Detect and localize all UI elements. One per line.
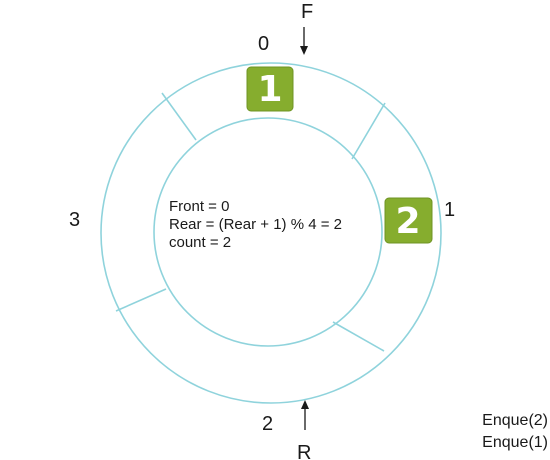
slot-divider-1-2 [332,321,385,352]
rear-formula-line: Rear = (Rear + 1) % 4 = 2 [169,216,342,233]
slot-divider-3-0 [161,92,197,141]
rear-pointer-label: R [297,442,311,460]
slot-3-index-label: 3 [69,209,80,231]
slot-2-index-label: 2 [262,413,273,435]
operation-enqueue-2: Enque(2) [482,412,548,429]
slot-0-value-badge: 1 [246,66,294,112]
slot-divider-2-3 [115,288,167,312]
queue-state-text: Front = 0 Rear = (Rear + 1) % 4 = 2 coun… [169,198,342,252]
operation-enqueue-1: Enque(1) [482,434,548,451]
slot-1-value-badge: 2 [384,197,433,244]
count-value-line: count = 2 [169,234,232,251]
rear-pointer-arrow [301,400,309,430]
slot-1-index-label: 1 [444,199,455,221]
queue-ring-outer [100,62,442,404]
front-pointer-label: F [301,1,313,23]
slot-0-value: 1 [257,69,282,110]
slot-0-index-label: 0 [258,33,269,55]
slot-divider-0-1 [351,102,386,160]
operations-list: Enque(2) Enque(1) [482,410,548,454]
front-value-line: Front = 0 [169,198,230,215]
queue-ring-inner [153,117,383,347]
front-pointer-arrow [300,27,308,55]
slot-1-value: 2 [395,201,420,242]
